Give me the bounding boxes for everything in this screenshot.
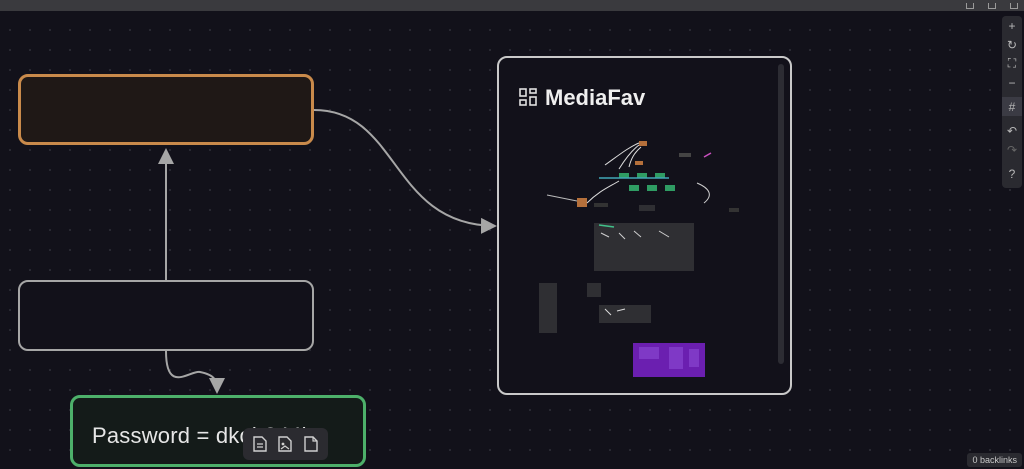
dashboard-icon: [519, 88, 537, 106]
edge-white-to-green: [165, 350, 225, 394]
file-icon[interactable]: [301, 434, 321, 454]
file-text-icon[interactable]: [250, 434, 270, 454]
mediafav-minimap: [539, 141, 739, 377]
window-titlebar: [0, 0, 1024, 11]
zoom-out-icon[interactable]: −: [1008, 75, 1016, 90]
backlinks-status[interactable]: 0 backlinks: [967, 453, 1022, 467]
reset-icon[interactable]: ↻: [1006, 37, 1018, 52]
window-icon-1[interactable]: [966, 2, 974, 9]
card-floating-toolbar: [243, 428, 328, 460]
orange-card-node[interactable]: [18, 74, 314, 145]
white-card-node[interactable]: [18, 280, 314, 351]
fit-icon[interactable]: ⛶: [1007, 56, 1017, 70]
undo-icon[interactable]: ↶: [1006, 123, 1018, 138]
edge-orange-to-media: [313, 109, 497, 234]
file-image-icon[interactable]: [275, 434, 295, 454]
mediafav-group-node[interactable]: MediaFav: [497, 56, 792, 395]
window-icon-3[interactable]: [1010, 2, 1018, 9]
mediafav-title: MediaFav: [545, 85, 646, 110]
help-icon[interactable]: ?: [1008, 166, 1016, 181]
mediafav-scrollbar[interactable]: [778, 64, 784, 364]
redo-icon[interactable]: ↷: [1006, 142, 1018, 157]
zoom-in-icon[interactable]: +: [1008, 18, 1016, 33]
window-icon-2[interactable]: [988, 2, 996, 9]
canvas-controls: + ↻ ⛶ − # ↶ ↷ ?: [1002, 16, 1022, 188]
grid-icon[interactable]: #: [1002, 97, 1022, 116]
